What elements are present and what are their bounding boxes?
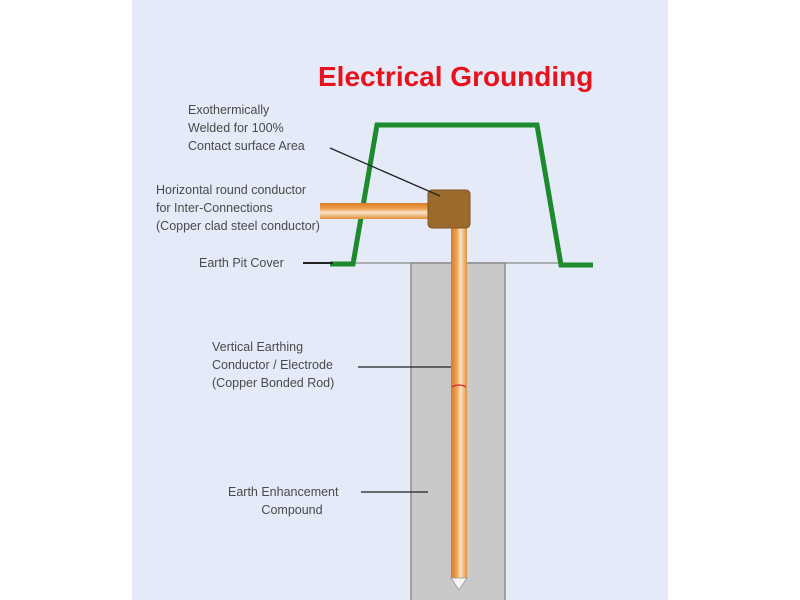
vertical-label-line: (Copper Bonded Rod) xyxy=(212,376,334,390)
pit-cover-label: Earth Pit Cover xyxy=(199,256,284,270)
compound-label-line: Earth Enhancement xyxy=(228,485,339,499)
rod-coupler-mark xyxy=(451,384,467,388)
horizontal-conductor-label: Horizontal round conductor for Inter-Con… xyxy=(156,183,320,233)
vertical-label-line: Vertical Earthing xyxy=(212,340,303,354)
weld-label-line: Exothermically xyxy=(188,103,270,117)
earth-pit-cover xyxy=(330,122,593,268)
compound-label-line: Compound xyxy=(261,503,322,517)
horizontal-label-line: (Copper clad steel conductor) xyxy=(156,219,320,233)
weld-label-line: Welded for 100% xyxy=(188,121,284,135)
rod-tip xyxy=(450,577,468,591)
diagram-background xyxy=(132,0,668,600)
weld-label-line: Contact surface Area xyxy=(188,139,305,153)
compound-label: Earth Enhancement Compound xyxy=(228,485,339,517)
vertical-earthing-rod xyxy=(451,208,467,578)
vertical-conductor-label: Vertical Earthing Conductor / Electrode … xyxy=(212,340,334,390)
horizontal-label-line: for Inter-Connections xyxy=(156,201,273,215)
weld-leader-line xyxy=(329,147,441,197)
vertical-label-line: Conductor / Electrode xyxy=(212,358,333,372)
horizontal-label-line: Horizontal round conductor xyxy=(156,183,306,197)
weld-label: Exothermically Welded for 100% Contact s… xyxy=(188,103,305,153)
diagram-title: Electrical Grounding xyxy=(318,61,593,92)
horizontal-conductor xyxy=(320,203,432,219)
exothermic-weld xyxy=(427,189,471,229)
